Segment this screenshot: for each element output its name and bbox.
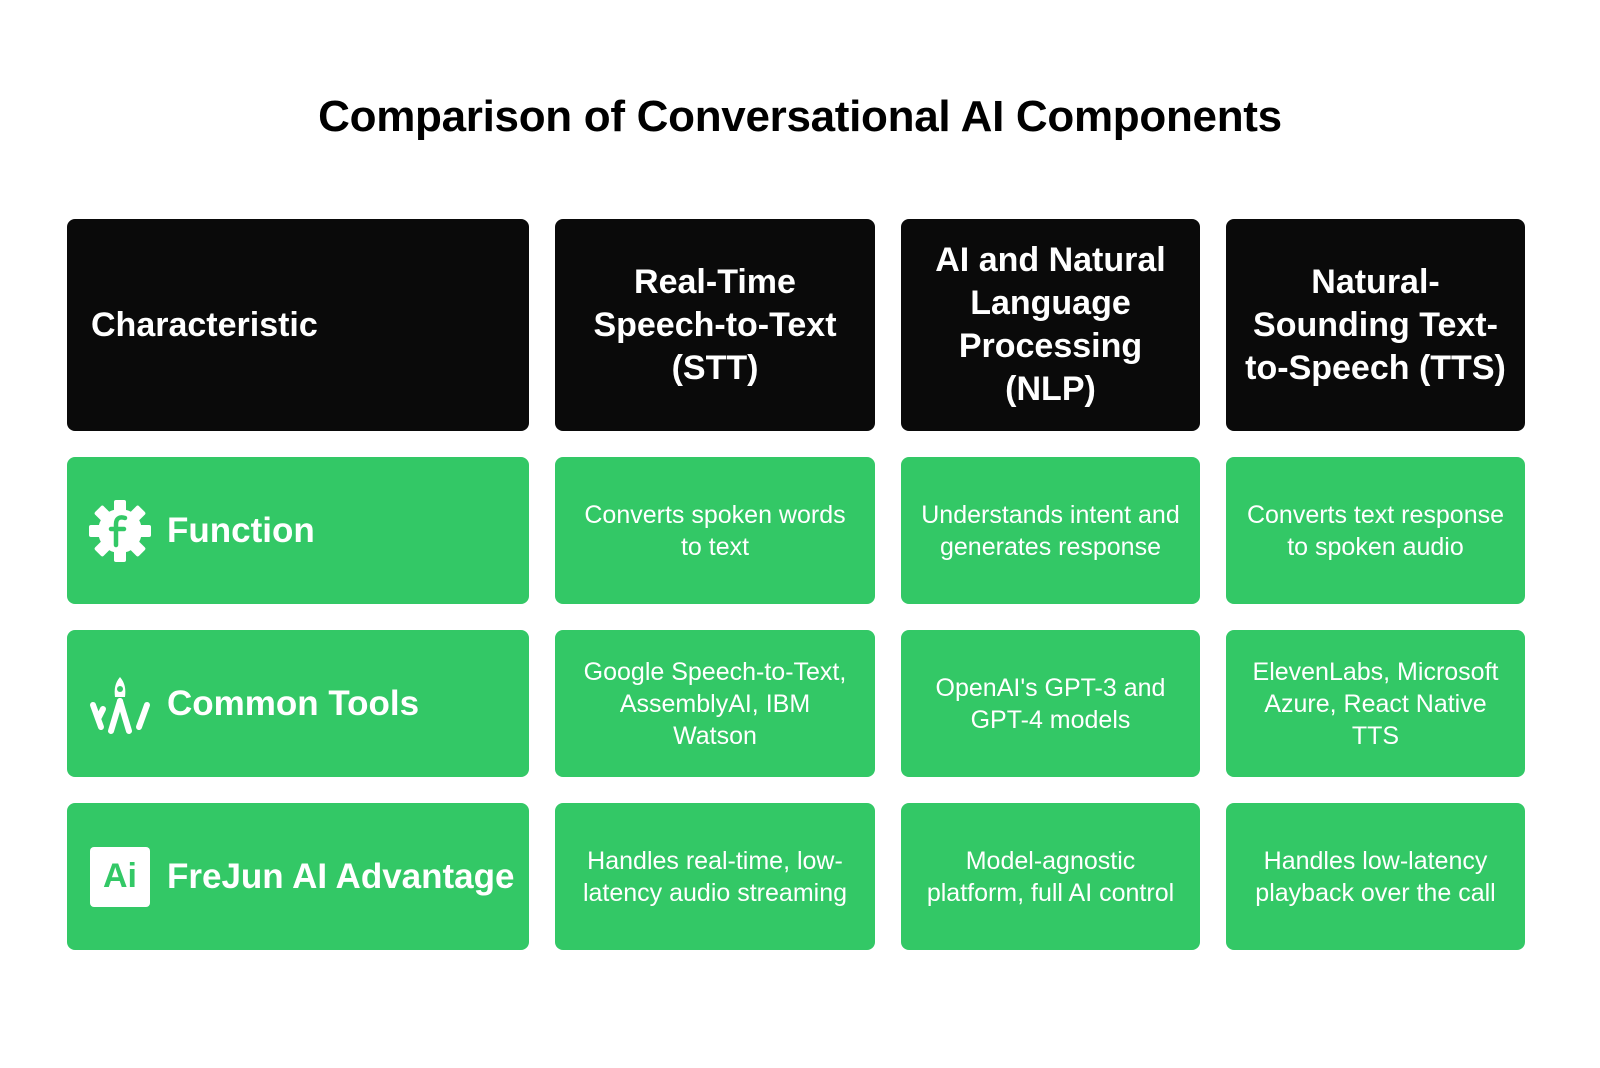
header-characteristic: Characteristic — [67, 219, 529, 431]
ai-icon-text: Ai — [90, 846, 150, 907]
header-nlp: AI and Natural Language Processing (NLP) — [901, 219, 1200, 431]
row-label-text: Function — [167, 510, 315, 550]
cell-function-nlp: Understands intent and generates respons… — [901, 457, 1200, 604]
row-label-text: Common Tools — [167, 683, 420, 723]
tools-icon — [87, 671, 153, 737]
gear-f-icon — [87, 498, 153, 564]
cell-tools-stt: Google Speech-to-Text, AssemblyAI, IBM W… — [555, 630, 875, 777]
cell-advantage-tts: Handles low-latency playback over the ca… — [1226, 803, 1525, 950]
cell-function-stt: Converts spoken words to text — [555, 457, 875, 604]
header-tts: Natural-Sounding Text-to-Speech (TTS) — [1226, 219, 1525, 431]
cell-advantage-stt: Handles real-time, low-latency audio str… — [555, 803, 875, 950]
ai-icon: Ai — [87, 844, 153, 910]
cell-tools-tts: ElevenLabs, Microsoft Azure, React Nativ… — [1226, 630, 1525, 777]
row-label-text: FreJun AI Advantage — [167, 856, 515, 896]
cell-function-tts: Converts text response to spoken audio — [1226, 457, 1525, 604]
page-title: Comparison of Conversational AI Componen… — [318, 92, 1282, 141]
cell-advantage-nlp: Model-agnostic platform, full AI control — [901, 803, 1200, 950]
row-label-function: Function — [67, 457, 529, 604]
header-stt: Real-Time Speech-to-Text (STT) — [555, 219, 875, 431]
cell-tools-nlp: OpenAI's GPT-3 and GPT-4 models — [901, 630, 1200, 777]
row-label-common-tools: Common Tools — [67, 630, 529, 777]
row-label-frejun-advantage: Ai FreJun AI Advantage — [67, 803, 529, 950]
